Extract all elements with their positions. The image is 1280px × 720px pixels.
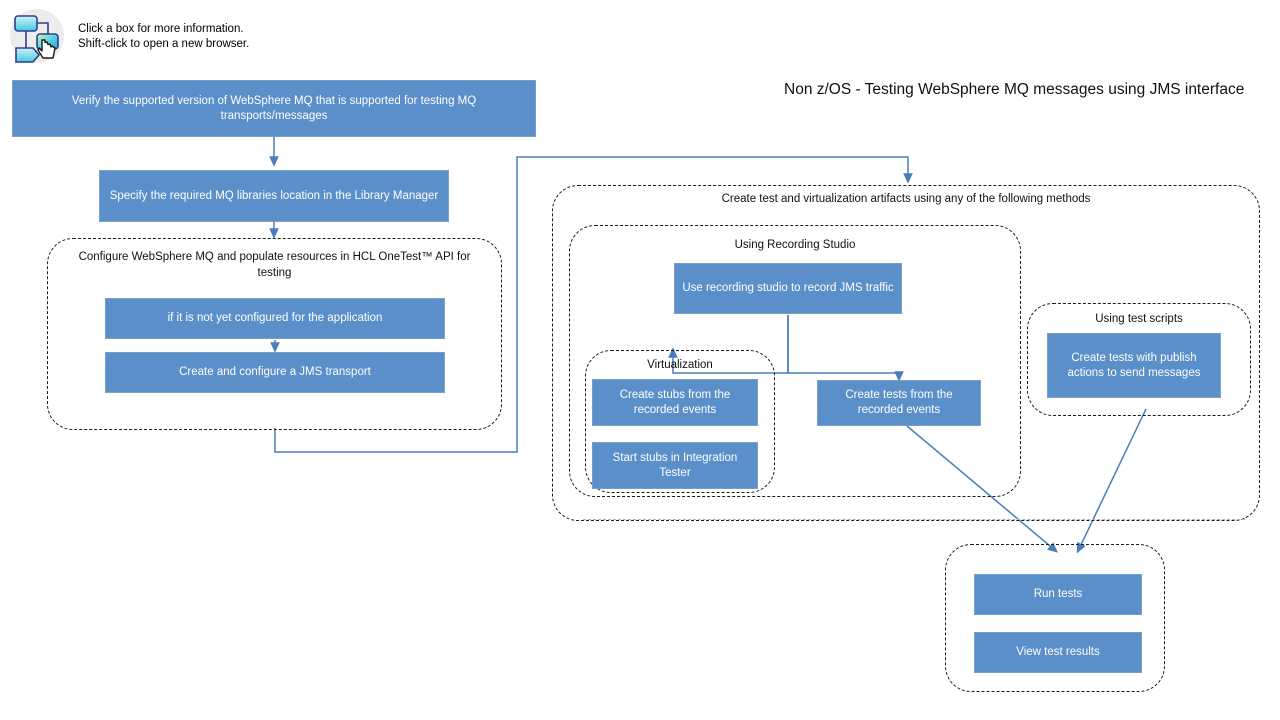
box-run-tests[interactable]: Run tests [974, 574, 1142, 615]
group-outer-faint-edge [583, 519, 1245, 520]
box-view-test-results[interactable]: View test results [974, 632, 1142, 673]
group-using-test-scripts-label: Using test scripts [1095, 313, 1183, 325]
group-using-recording-studio-label: Using Recording Studio [734, 239, 856, 251]
group-create-artifacts-label: Create test and virtualization artifacts… [721, 193, 1091, 205]
group-create-artifacts [552, 185, 1260, 521]
hint-text: Click a box for more information. Shift-… [78, 23, 250, 50]
group-results [945, 544, 1165, 692]
box-create-jms-transport[interactable]: Create and configure a JMS transport [105, 352, 445, 393]
group-virtualization-label: Virtualization [647, 359, 713, 371]
box-start-stubs[interactable]: Start stubs in Integration Tester [592, 442, 758, 489]
group-configure-mq-label: Configure WebSphere MQ and populate reso… [78, 251, 471, 279]
box-not-yet-configured[interactable]: if it is not yet configured for the appl… [105, 298, 445, 339]
box-use-recording-studio[interactable]: Use recording studio to record JMS traff… [674, 263, 902, 314]
group-configure-mq [47, 238, 502, 430]
group-using-recording-studio [569, 225, 1021, 497]
flowchart-click-icon[interactable] [8, 8, 66, 64]
box-verify-version[interactable]: Verify the supported version of WebSpher… [12, 80, 536, 137]
group-virtualization [585, 350, 775, 493]
box-create-stubs[interactable]: Create stubs from the recorded events [592, 379, 758, 426]
box-create-tests-recorded[interactable]: Create tests from the recorded events [817, 380, 981, 426]
page-title: Non z/OS - Testing WebSphere MQ messages… [784, 81, 1245, 98]
box-specify-libraries[interactable]: Specify the required MQ libraries locati… [99, 170, 449, 222]
group-using-test-scripts [1027, 303, 1251, 416]
box-create-tests-publish[interactable]: Create tests with publish actions to sen… [1047, 333, 1221, 398]
